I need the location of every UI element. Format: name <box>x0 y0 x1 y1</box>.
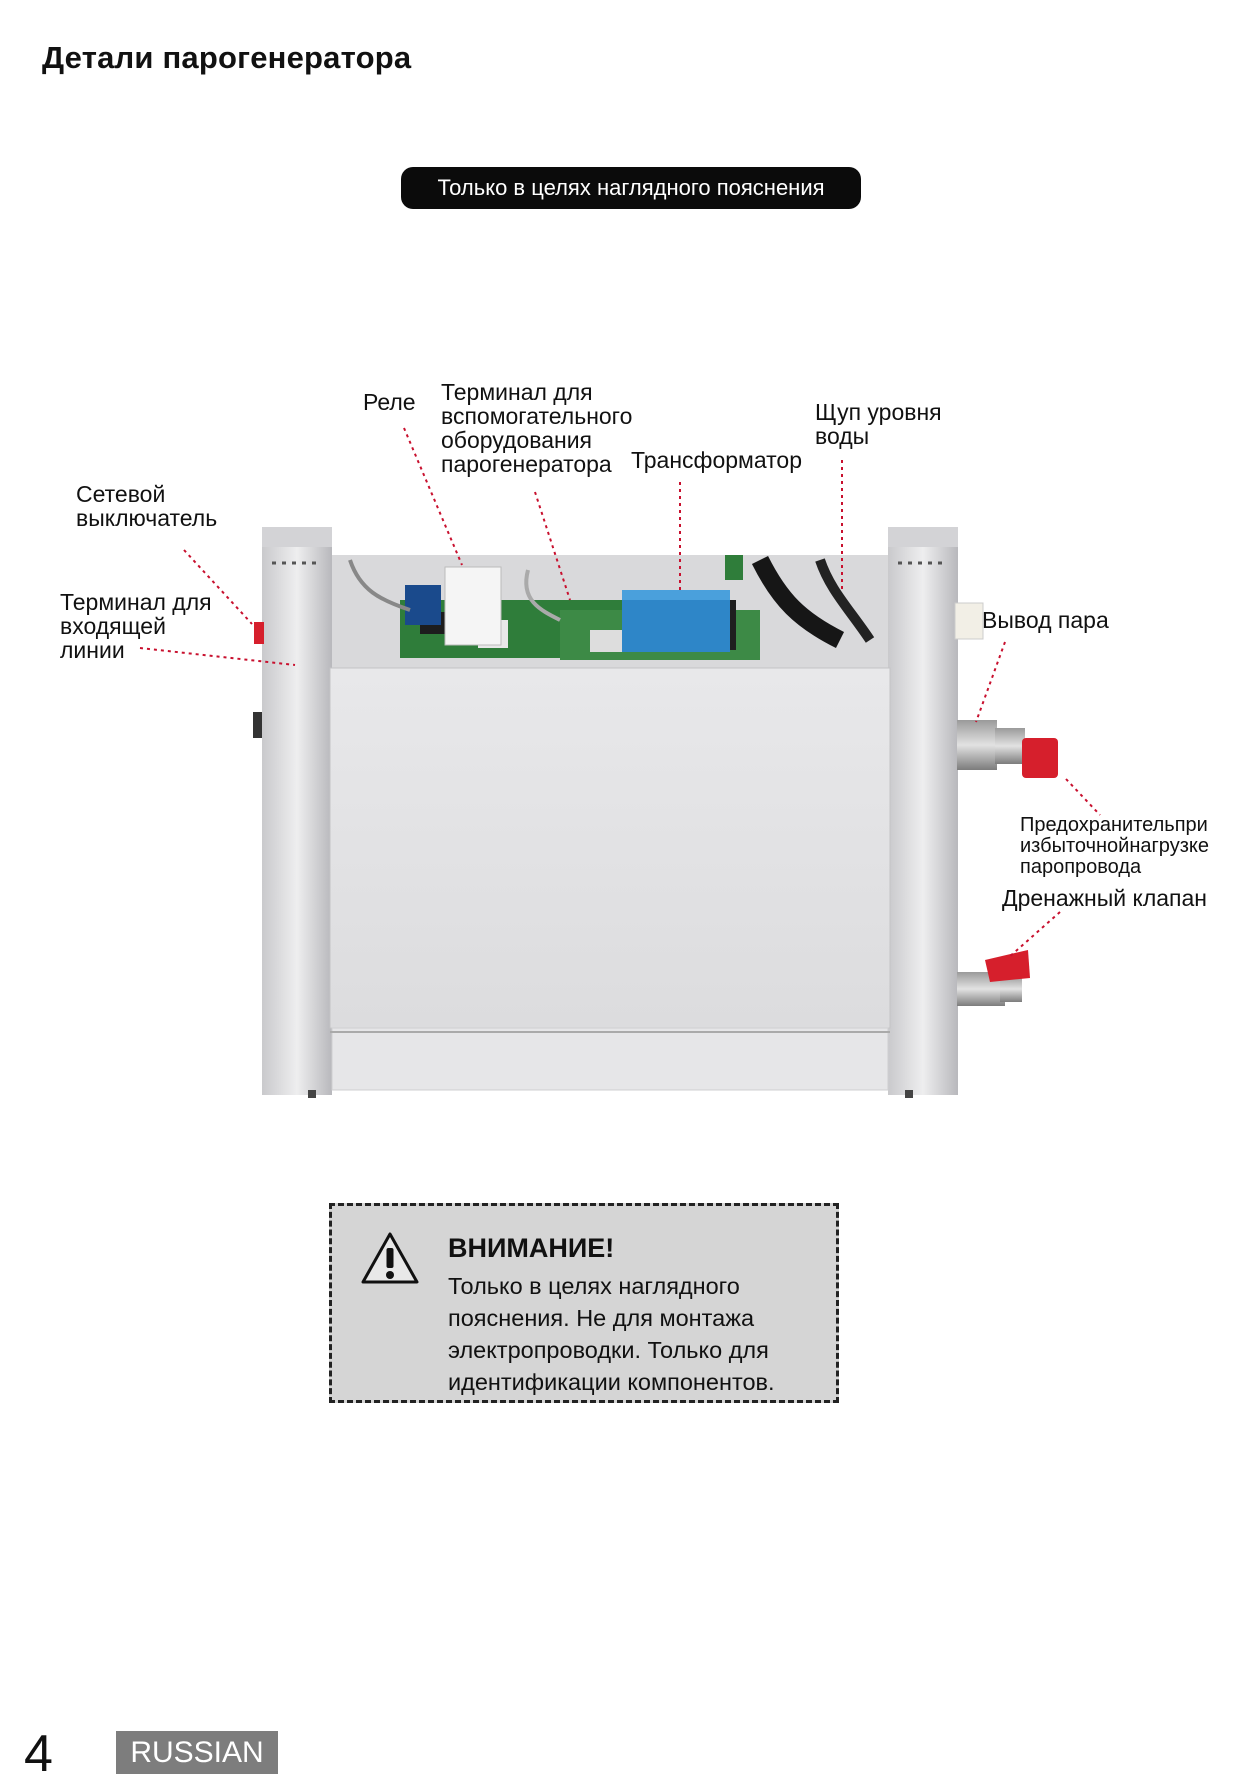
page-number: 4 <box>24 1725 53 1783</box>
warning-box: ВНИМАНИЕ! Только в целях наглядного пояс… <box>329 1203 839 1403</box>
page-title: Детали парогенератора <box>42 40 412 75</box>
leader-lines <box>139 427 1101 959</box>
illustration-notice-pill: Только в целях наглядного пояснения <box>401 167 861 209</box>
transformer-block <box>622 590 730 652</box>
warning-triangle-icon <box>361 1232 419 1284</box>
power-switch-rocker <box>254 622 264 644</box>
language-badge: RUSSIAN <box>116 1731 278 1774</box>
front-panel <box>329 667 891 1029</box>
drain-valve-handle <box>985 950 1030 982</box>
label-water-probe: Щуп уровня воды <box>815 399 942 449</box>
steam-outlet-fitting <box>954 602 984 640</box>
relay-block <box>444 566 502 646</box>
label-drain-valve: Дренажный клапан <box>1002 885 1207 911</box>
label-relay: Реле <box>363 389 416 415</box>
left-frame-pillar <box>262 527 332 1095</box>
warning-title: ВНИМАНИЕ! <box>448 1233 615 1263</box>
label-power-switch: Сетевой выключатель <box>76 481 218 531</box>
label-safety-valve: Предохранительпри избыточнойнагрузке пар… <box>1020 814 1209 878</box>
side-button <box>253 712 262 738</box>
warning-body: Только в целях наглядного пояснения. Не … <box>448 1273 775 1395</box>
label-aux-terminal: Терминал для вспомогательного оборудован… <box>441 379 633 477</box>
label-input-terminal: Терминал для входящей линии <box>60 589 212 663</box>
label-steam-outlet: Вывод пара <box>982 607 1109 633</box>
label-transformer: Трансформатор <box>631 447 803 473</box>
safety-valve-cap <box>1022 738 1058 778</box>
right-frame-pillar <box>888 527 958 1095</box>
